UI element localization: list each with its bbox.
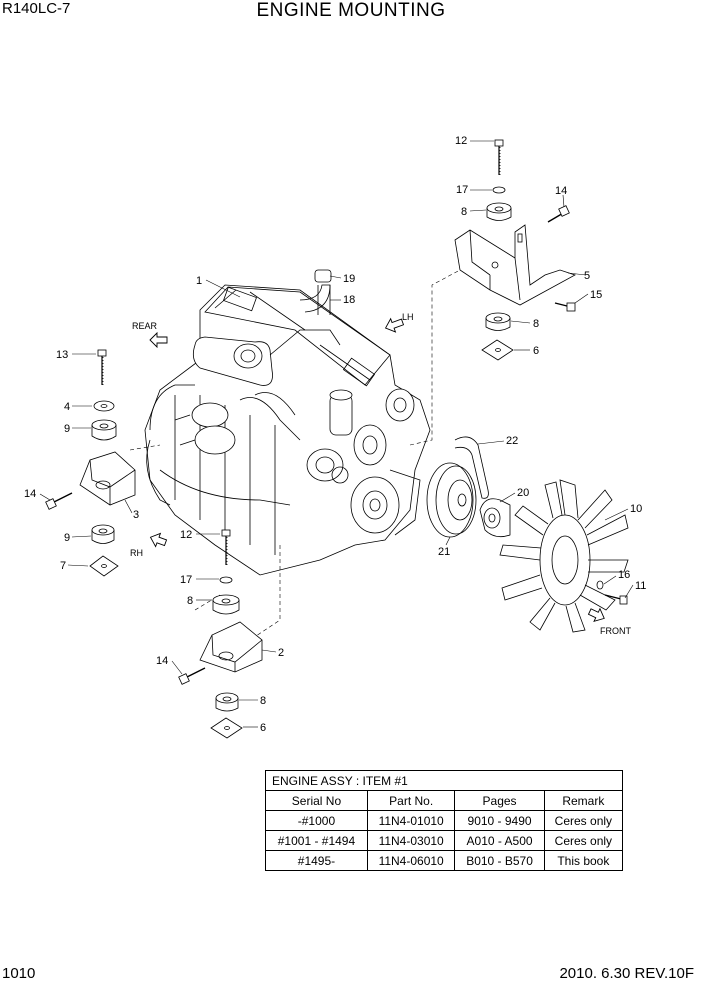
callout-2: 2 [278, 647, 284, 659]
page-number: 1010 [2, 965, 36, 982]
table-caption: ENGINE ASSY : ITEM #1 [265, 770, 623, 791]
direction-arrows [149, 317, 605, 623]
page-title: ENGINE MOUNTING [256, 0, 446, 21]
cell-serial: #1495- [265, 850, 368, 871]
cell-serial: #1001 - #1494 [265, 830, 368, 851]
callout-5: 5 [584, 270, 590, 282]
callout-8-lh-upper: 8 [461, 206, 467, 218]
callout-9-upper: 9 [64, 423, 70, 435]
table-row: #1001 - #1494 11N4-03010 A010 - A500 Cer… [265, 830, 624, 851]
direction-front: FRONT [600, 626, 631, 636]
callout-22: 22 [506, 435, 518, 447]
callout-8-lh-lower: 8 [533, 318, 539, 330]
callout-6-lh: 6 [533, 345, 539, 357]
callout-7: 7 [60, 560, 66, 572]
direction-labels: REAR LH RH FRONT [130, 312, 631, 636]
callout-12-rh: 12 [180, 529, 192, 541]
callout-16: 16 [618, 569, 630, 581]
callout-14-rear: 14 [24, 488, 36, 500]
callout-17-rh: 17 [180, 574, 192, 586]
cell-pages: B010 - B570 [454, 850, 545, 871]
callout-14-rh: 14 [156, 655, 168, 667]
cell-part: 11N4-06010 [366, 850, 456, 871]
col-serial-no: Serial No [265, 790, 368, 811]
leader-lines [39, 140, 634, 728]
col-part-no: Part No. [366, 790, 456, 811]
direction-rear: REAR [132, 321, 158, 331]
direction-lh: LH [402, 312, 414, 322]
callout-20: 20 [517, 487, 529, 499]
table-row: #1495- 11N4-06010 B010 - B570 This book [265, 850, 624, 871]
model-code: R140LC-7 [2, 0, 71, 17]
callout-15: 15 [590, 289, 602, 301]
callout-3: 3 [133, 509, 139, 521]
callout-1: 1 [196, 275, 202, 287]
engine-assy-table: ENGINE ASSY : ITEM #1 Serial No Part No.… [265, 770, 624, 871]
callout-14-lh: 14 [555, 185, 567, 197]
callout-4: 4 [64, 401, 70, 413]
callout-numbers: 1 2 3 4 5 6 6 7 8 8 8 8 9 9 10 11 12 12 … [24, 135, 646, 734]
revision-date: 2010. 6.30 REV.10F [559, 965, 694, 982]
table-row: -#1000 11N4-01010 9010 - 9490 Ceres only [265, 810, 624, 831]
callout-21: 21 [438, 546, 450, 558]
callout-8-rh-lower: 8 [260, 695, 266, 707]
callout-12-lh: 12 [455, 135, 467, 147]
callout-17-lh: 17 [456, 184, 468, 196]
col-pages: Pages [454, 790, 545, 811]
callout-6-rh: 6 [260, 722, 266, 734]
front-lh-mount [454, 139, 576, 361]
cell-part: 11N4-01010 [366, 810, 456, 831]
callout-8-rh-upper: 8 [187, 595, 193, 607]
front-rh-mount [178, 529, 263, 739]
rear-rh-mount [45, 349, 136, 577]
callout-13: 13 [56, 349, 68, 361]
col-remark: Remark [543, 790, 624, 811]
callout-9-lower: 9 [64, 532, 70, 544]
callout-10: 10 [630, 503, 642, 515]
engine-assembly [144, 269, 431, 576]
callout-18: 18 [343, 294, 355, 306]
callout-19: 19 [343, 273, 355, 285]
cell-serial: -#1000 [265, 810, 368, 831]
cell-pages: A010 - A500 [454, 830, 545, 851]
cell-part: 11N4-03010 [366, 830, 456, 851]
cell-pages: 9010 - 9490 [454, 810, 545, 831]
fan-drive-assembly [426, 436, 629, 633]
callout-11: 11 [635, 580, 646, 592]
cell-remark: Ceres only [543, 810, 624, 831]
cell-remark: This book [543, 850, 624, 871]
direction-rh: RH [130, 548, 143, 558]
cell-remark: Ceres only [543, 830, 624, 851]
